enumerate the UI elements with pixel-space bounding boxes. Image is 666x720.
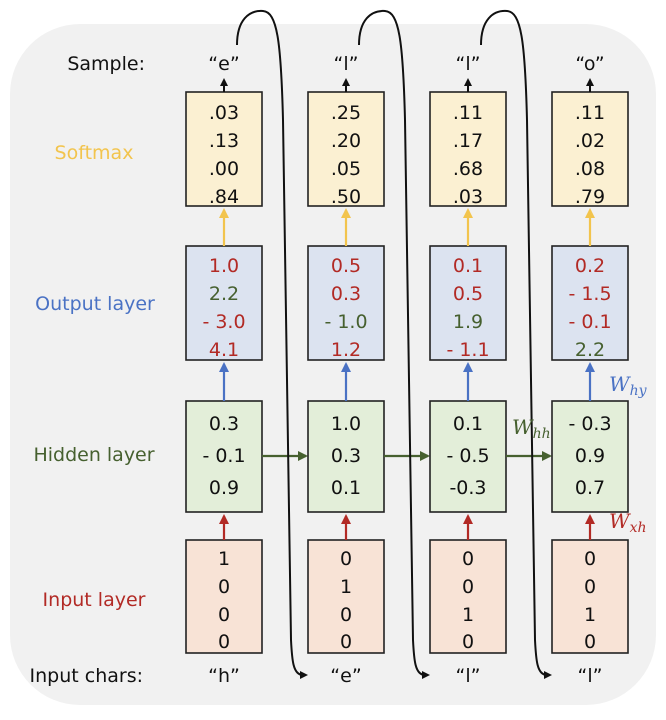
output-value: - 0.1 bbox=[568, 311, 611, 333]
input-char: “e” bbox=[330, 665, 361, 687]
hidden-value: 1.0 bbox=[331, 413, 361, 435]
output-value: 0.1 bbox=[453, 255, 483, 277]
input-value: 0 bbox=[584, 631, 596, 653]
hidden-value: 0.3 bbox=[331, 445, 361, 467]
input-char: “h” bbox=[208, 665, 240, 687]
input-value: 1 bbox=[462, 604, 474, 626]
output-value: 2.2 bbox=[575, 339, 605, 361]
time-step-4: .11 .02 .08 .79 0.2 - 1.5 - 0.1 2.2 - 0.3 0.9 0.7 0… bbox=[551, 53, 629, 687]
input-value: 0 bbox=[584, 576, 596, 598]
hidden-value: 0.7 bbox=[575, 477, 605, 499]
input-layer-label: Input layer bbox=[43, 589, 146, 611]
hidden-value: 0.9 bbox=[209, 477, 239, 499]
input-chars-label: Input chars: bbox=[30, 665, 143, 687]
softmax-value: .03 bbox=[209, 102, 239, 124]
softmax-value: .11 bbox=[575, 102, 605, 124]
output-layer-label: Output layer bbox=[35, 293, 155, 315]
hidden-value: 0.9 bbox=[575, 445, 605, 467]
softmax-box bbox=[185, 91, 263, 207]
sample-char: “e” bbox=[208, 53, 239, 75]
time-step-1: .03 .13 .00 .84 1.0 2.2 - 3.0 4.1 0.3 - 0.1 0.9 1 0 0… bbox=[185, 9, 308, 687]
output-value: 2.2 bbox=[209, 283, 239, 305]
input-value: 0 bbox=[584, 548, 596, 570]
softmax-value: .50 bbox=[331, 186, 361, 208]
why-label: Why bbox=[609, 372, 648, 399]
output-value: 0.5 bbox=[331, 255, 361, 277]
softmax-value: .05 bbox=[331, 158, 361, 180]
input-value: 0 bbox=[340, 631, 352, 653]
input-char: “l” bbox=[578, 665, 603, 687]
hidden-value: - 0.5 bbox=[446, 445, 489, 467]
hidden-layer-label: Hidden layer bbox=[33, 444, 154, 466]
sample-label: Sample: bbox=[67, 53, 145, 75]
wxh-label: Wxh bbox=[609, 509, 646, 536]
softmax-value: .20 bbox=[331, 130, 361, 152]
hidden-value: - 0.3 bbox=[568, 413, 611, 435]
output-value: 0.3 bbox=[331, 283, 361, 305]
input-value: 0 bbox=[340, 548, 352, 570]
sample-char: “l” bbox=[334, 53, 359, 75]
output-box bbox=[551, 245, 629, 361]
input-box bbox=[307, 539, 385, 654]
input-value: 0 bbox=[462, 576, 474, 598]
softmax-value: .03 bbox=[453, 186, 483, 208]
softmax-label: Softmax bbox=[55, 142, 134, 164]
output-box bbox=[429, 245, 507, 361]
softmax-value: .11 bbox=[453, 102, 483, 124]
output-value: - 1.1 bbox=[446, 339, 489, 361]
input-box bbox=[185, 539, 263, 654]
input-value: 0 bbox=[218, 576, 230, 598]
sample-char: “l” bbox=[456, 53, 481, 75]
input-value: 0 bbox=[340, 604, 352, 626]
hidden-value: -0.3 bbox=[449, 477, 486, 499]
input-box bbox=[429, 539, 507, 654]
hidden-value: 0.3 bbox=[209, 413, 239, 435]
softmax-value: .84 bbox=[209, 186, 239, 208]
time-step-3: .11 .17 .68 .03 0.1 0.5 1.9 - 1.1 0.1 - 0.5 -0.3 0 0… bbox=[429, 9, 552, 687]
hidden-box bbox=[429, 400, 507, 513]
hidden-box bbox=[307, 400, 385, 513]
hidden-value: - 0.1 bbox=[202, 445, 245, 467]
feedback-arrow bbox=[358, 9, 430, 679]
hidden-box bbox=[185, 400, 263, 513]
input-char: “l” bbox=[456, 665, 481, 687]
softmax-value: .13 bbox=[209, 130, 239, 152]
softmax-value: .79 bbox=[575, 186, 605, 208]
input-box bbox=[551, 539, 629, 654]
softmax-value: .02 bbox=[575, 130, 605, 152]
output-value: 0.2 bbox=[575, 255, 605, 277]
hidden-box bbox=[551, 400, 629, 513]
input-value: 1 bbox=[218, 548, 230, 570]
hidden-value: 0.1 bbox=[331, 477, 361, 499]
time-step-2: .25 .20 .05 .50 0.5 0.3 - 1.0 1.2 1.0 0.3 0.1 0 1 0 0 “… bbox=[307, 9, 430, 687]
input-value: 1 bbox=[584, 604, 596, 626]
input-value: 1 bbox=[340, 576, 352, 598]
output-value: - 1.0 bbox=[324, 311, 367, 333]
softmax-value: .00 bbox=[209, 158, 239, 180]
input-value: 0 bbox=[462, 548, 474, 570]
hidden-value: 0.1 bbox=[453, 413, 483, 435]
softmax-value: .68 bbox=[453, 158, 483, 180]
softmax-box bbox=[551, 91, 629, 207]
output-value: 4.1 bbox=[209, 339, 239, 361]
output-value: 1.9 bbox=[453, 311, 483, 333]
input-value: 0 bbox=[218, 631, 230, 653]
whh-label: Whh bbox=[512, 415, 551, 442]
softmax-value: .08 bbox=[575, 158, 605, 180]
softmax-value: .17 bbox=[453, 130, 483, 152]
output-value: - 3.0 bbox=[202, 311, 245, 333]
input-value: 0 bbox=[462, 631, 474, 653]
feedback-arrow bbox=[236, 9, 308, 679]
output-value: - 1.5 bbox=[568, 283, 611, 305]
sample-char: “o” bbox=[575, 53, 604, 75]
input-value: 0 bbox=[218, 604, 230, 626]
output-value: 1.0 bbox=[209, 255, 239, 277]
output-value: 1.2 bbox=[331, 339, 361, 361]
softmax-box bbox=[307, 91, 385, 207]
softmax-value: .25 bbox=[331, 102, 361, 124]
output-value: 0.5 bbox=[453, 283, 483, 305]
feedback-arrow bbox=[480, 9, 552, 679]
